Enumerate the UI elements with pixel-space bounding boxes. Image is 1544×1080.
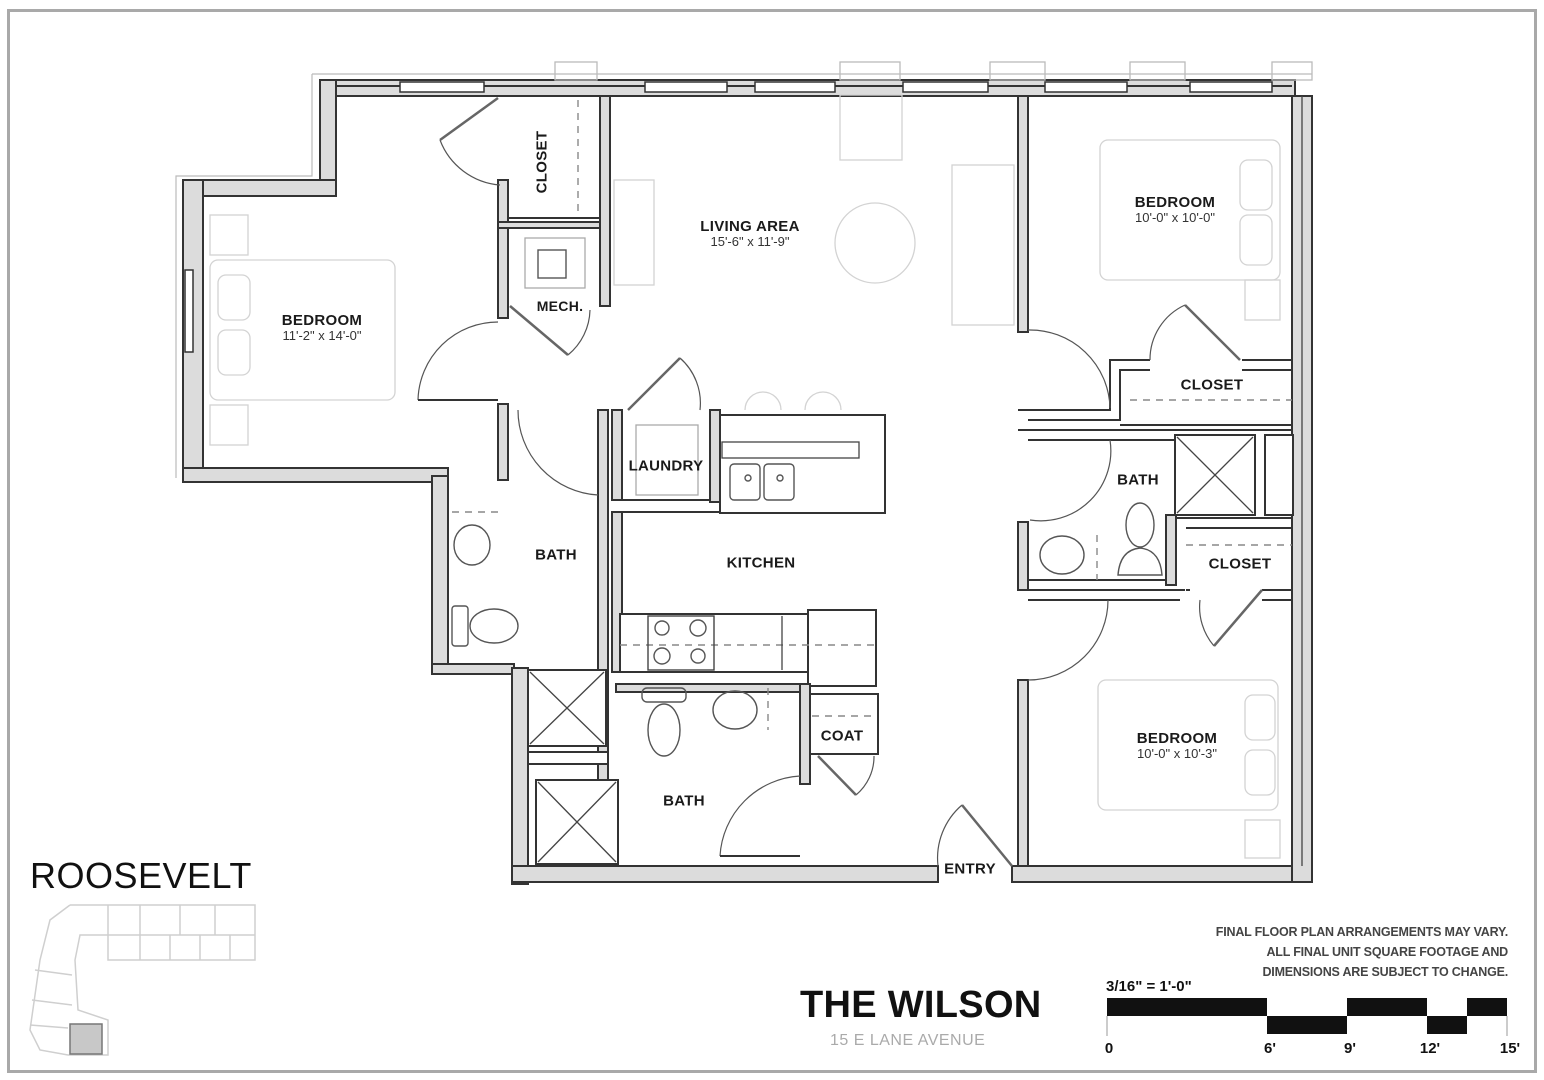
room-bath-right: BATH bbox=[1117, 471, 1159, 489]
room-closet-2: CLOSET bbox=[1180, 376, 1244, 394]
room-living-area: LIVING AREA 15'-6" x 11'-9" bbox=[700, 218, 799, 250]
room-closet-3: CLOSET bbox=[1208, 555, 1272, 573]
room-kitchen: KITCHEN bbox=[726, 554, 796, 572]
disclaimer-line: ALL FINAL UNIT SQUARE FOOTAGE AND bbox=[1266, 945, 1508, 959]
key-plan bbox=[29, 904, 256, 1056]
interior-walls bbox=[497, 95, 1294, 867]
room-dimensions: 10'-0" x 10'-0" bbox=[1135, 210, 1215, 226]
scale-bar bbox=[1106, 998, 1508, 1036]
scale-tick: 0 bbox=[1104, 1040, 1114, 1057]
room-bedroom-1: BEDROOM 11'-2" x 14'-0" bbox=[282, 312, 362, 344]
fixtures bbox=[451, 100, 1163, 757]
room-entry: ENTRY bbox=[944, 860, 996, 878]
room-dimensions: 15'-6" x 11'-9" bbox=[710, 234, 790, 250]
room-bedroom-2: BEDROOM 10'-0" x 10'-0" bbox=[1135, 194, 1215, 226]
scale-tick: 12' bbox=[1419, 1040, 1441, 1057]
building-name: THE WILSON bbox=[800, 984, 1042, 1026]
room-closet-1: CLOSET bbox=[533, 130, 551, 194]
room-name: LIVING AREA bbox=[700, 217, 800, 235]
room-laundry: LAUNDRY bbox=[628, 457, 704, 475]
scale-tick: 15' bbox=[1499, 1040, 1521, 1057]
room-bedroom-3: BEDROOM 10'-0" x 10'-3" bbox=[1137, 730, 1217, 762]
room-coat: COAT bbox=[820, 727, 864, 745]
exterior-walls bbox=[175, 61, 1313, 885]
scale-tick: 9' bbox=[1344, 1040, 1356, 1057]
room-dimensions: 11'-2" x 14'-0" bbox=[282, 328, 362, 344]
door-swings bbox=[417, 96, 1263, 867]
scale-ratio: 3/16" = 1'-0" bbox=[1106, 978, 1192, 995]
scale-tick: 6' bbox=[1264, 1040, 1276, 1057]
room-name: BEDROOM bbox=[1134, 193, 1216, 211]
room-dimensions: 10'-0" x 10'-3" bbox=[1137, 746, 1217, 762]
disclaimer: FINAL FLOOR PLAN ARRANGEMENTS MAY VARY. … bbox=[1216, 922, 1508, 982]
disclaimer-line: FINAL FLOOR PLAN ARRANGEMENTS MAY VARY. bbox=[1215, 925, 1508, 939]
room-mech: MECH. bbox=[536, 297, 584, 314]
furniture bbox=[209, 94, 1281, 859]
room-name: BEDROOM bbox=[281, 311, 363, 329]
building-address: 15 E LANE AVENUE bbox=[830, 1032, 986, 1049]
page-frame bbox=[7, 9, 1537, 1073]
room-name: BEDROOM bbox=[1136, 729, 1218, 747]
room-bath-left: BATH bbox=[535, 546, 577, 564]
room-bath-bottom: BATH bbox=[663, 792, 705, 810]
unit-name: ROOSEVELT bbox=[30, 855, 252, 896]
disclaimer-line: DIMENSIONS ARE SUBJECT TO CHANGE. bbox=[1262, 965, 1508, 979]
